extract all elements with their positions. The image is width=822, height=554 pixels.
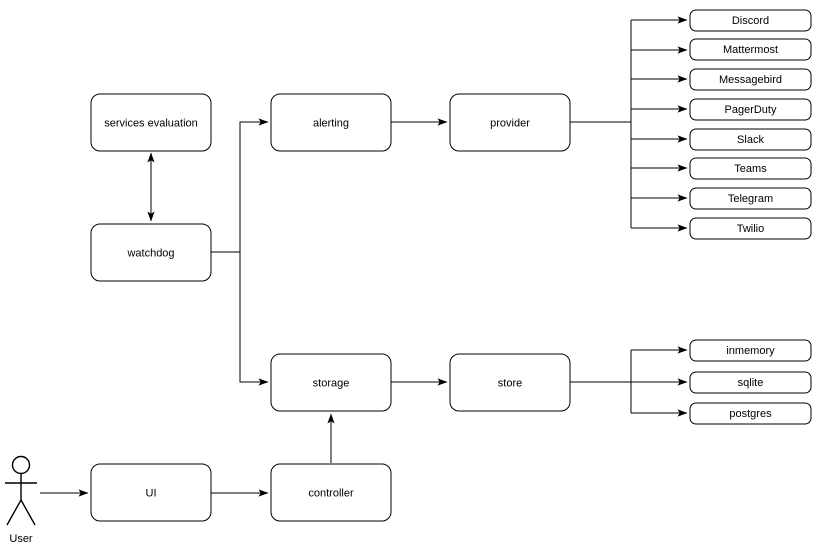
leaf-inmemory[interactable]: inmemory xyxy=(689,339,812,362)
leaf-messagebird[interactable]: Messagebird xyxy=(689,68,812,91)
leaf-twilio-box[interactable] xyxy=(689,217,812,240)
node-storage-box[interactable] xyxy=(270,353,392,412)
store-implementation-list: inmemory sqlite postgres xyxy=(689,339,812,425)
node-storage-label: storage xyxy=(313,377,350,389)
node-services-evaluation-label: services evaluation xyxy=(104,117,198,129)
node-ui[interactable]: UI xyxy=(90,463,212,522)
leaf-telegram-box[interactable] xyxy=(689,187,812,210)
leaf-slack-label: Slack xyxy=(737,134,764,146)
node-provider[interactable]: provider xyxy=(449,93,571,152)
edge-layer xyxy=(40,16,688,497)
node-watchdog-box[interactable] xyxy=(90,223,212,282)
actor-head-icon xyxy=(11,455,31,475)
edge-watchdog-alerting xyxy=(211,118,269,253)
leaf-sqlite-label: sqlite xyxy=(738,377,764,389)
node-controller-label: controller xyxy=(308,487,354,499)
actor-user[interactable]: User xyxy=(5,455,37,545)
node-watchdog-label: watchdog xyxy=(126,247,174,259)
node-alerting-label: alerting xyxy=(313,117,349,129)
node-store-box[interactable] xyxy=(449,353,571,412)
node-controller-box[interactable] xyxy=(270,463,392,522)
node-store-label: store xyxy=(498,377,522,389)
node-storage[interactable]: storage xyxy=(270,353,392,412)
node-services-evaluation-box[interactable] xyxy=(90,93,212,152)
leaf-discord-label: Discord xyxy=(732,15,769,27)
leaf-slack[interactable]: Slack xyxy=(689,128,812,151)
node-controller[interactable]: controller xyxy=(270,463,392,522)
provider-implementation-list: Discord Mattermost Messagebird PagerDuty… xyxy=(689,9,812,240)
node-provider-box[interactable] xyxy=(449,93,571,152)
leaf-pagerduty-label: PagerDuty xyxy=(725,104,777,116)
node-services-evaluation[interactable]: services evaluation xyxy=(90,93,212,152)
leaf-slack-box[interactable] xyxy=(689,128,812,151)
node-store[interactable]: store xyxy=(449,353,571,412)
leaf-sqlite[interactable]: sqlite xyxy=(689,371,812,394)
leaf-mattermost[interactable]: Mattermost xyxy=(689,38,812,61)
node-watchdog[interactable]: watchdog xyxy=(90,223,212,282)
leaf-discord[interactable]: Discord xyxy=(689,9,812,32)
edge-watchdog-storage xyxy=(239,252,269,386)
node-ui-box[interactable] xyxy=(90,463,212,522)
leaf-twilio-label: Twilio xyxy=(737,223,765,235)
leaf-teams-box[interactable] xyxy=(689,157,812,180)
node-provider-label: provider xyxy=(490,117,530,129)
actor-label: User xyxy=(9,533,33,545)
leaf-postgres-label: postgres xyxy=(729,408,772,420)
leaf-telegram-label: Telegram xyxy=(728,193,773,205)
leaf-discord-box[interactable] xyxy=(689,9,812,32)
actor-legs-icon xyxy=(6,499,36,526)
leaf-messagebird-label: Messagebird xyxy=(719,74,782,86)
leaf-inmemory-label: inmemory xyxy=(726,345,775,357)
node-ui-label: UI xyxy=(146,487,157,499)
leaf-pagerduty-box[interactable] xyxy=(689,98,812,121)
node-alerting[interactable]: alerting xyxy=(270,93,392,152)
leaf-messagebird-box[interactable] xyxy=(689,68,812,91)
leaf-inmemory-box[interactable] xyxy=(689,339,812,362)
leaf-twilio[interactable]: Twilio xyxy=(689,217,812,240)
leaf-postgres[interactable]: postgres xyxy=(689,402,812,425)
leaf-postgres-box[interactable] xyxy=(689,402,812,425)
leaf-telegram[interactable]: Telegram xyxy=(689,187,812,210)
node-alerting-box[interactable] xyxy=(270,93,392,152)
leaf-pagerduty[interactable]: PagerDuty xyxy=(689,98,812,121)
leaf-teams-label: Teams xyxy=(734,163,767,175)
leaf-mattermost-label: Mattermost xyxy=(723,44,778,56)
leaf-teams[interactable]: Teams xyxy=(689,157,812,180)
leaf-mattermost-box[interactable] xyxy=(689,38,812,61)
leaf-sqlite-box[interactable] xyxy=(689,371,812,394)
